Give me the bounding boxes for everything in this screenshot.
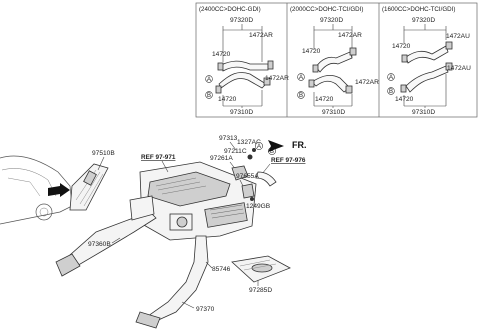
- circle-a-letter: A: [389, 75, 393, 81]
- part-label-97310D: 97310D: [322, 109, 345, 116]
- part-label-14720: 14720: [315, 96, 334, 103]
- part-label-1472AU: 1472AU: [446, 33, 470, 40]
- part-label-14720: 14720: [302, 48, 321, 55]
- hose-lower: [405, 65, 449, 93]
- part-label-97285D: 97285D: [249, 287, 272, 294]
- variants-frame: [195, 2, 478, 118]
- part-label-97320D: 97320D: [230, 17, 253, 24]
- part-97655A: [241, 183, 255, 199]
- screw-icon: [247, 154, 253, 160]
- screw-icon: [252, 148, 256, 152]
- screw-icon: [250, 197, 254, 201]
- clamp: [349, 47, 357, 56]
- connector-a-marker: [387, 73, 395, 81]
- part-label-1472AR: 1472AR: [265, 75, 289, 82]
- part-97360B: [55, 195, 157, 277]
- part-label-1472AR: 1472AR: [338, 32, 362, 39]
- connector-b-marker: [205, 91, 213, 99]
- variant-header: (2000CC>DOHC-TCI/GDI): [290, 6, 363, 13]
- ref-97-971[interactable]: REF 97-971: [141, 154, 176, 161]
- circle-b-letter: B: [270, 149, 274, 155]
- front-arrow-icon: [268, 140, 284, 152]
- part-label-97211C: 97211C: [224, 148, 247, 155]
- part-label-97360B: 97360B: [88, 241, 111, 248]
- circle-a-letter: A: [207, 77, 211, 83]
- part-label-85746: 85746: [212, 266, 231, 273]
- part-97510B: [69, 163, 109, 211]
- variant-panel-2400cc: (2400CC>DOHC-GDI) 97320D 1472AR 14720 14…: [199, 6, 289, 116]
- connector-a-marker: [255, 142, 263, 150]
- clamp: [267, 60, 274, 70]
- circle-b-letter: B: [207, 93, 211, 99]
- part-label-1327AC: 1327AC: [237, 139, 261, 146]
- circle-a-letter: A: [299, 75, 303, 81]
- part-label-1472AR: 1472AR: [355, 79, 379, 86]
- clamp: [400, 84, 407, 93]
- connector-a-marker: [297, 73, 305, 81]
- part-label-1249GB: 1249GB: [246, 203, 271, 210]
- variant-header: (2400CC>DOHC-GDI): [199, 6, 261, 13]
- part-label-14720: 14720: [212, 51, 231, 58]
- circle-a-letter: A: [257, 144, 261, 150]
- hvac-unit: [139, 161, 257, 241]
- part-97370: [135, 235, 209, 329]
- hose-upper: [405, 45, 449, 64]
- circle-b-letter: B: [299, 93, 303, 99]
- front-direction-label: FR.: [292, 140, 307, 150]
- hose-lower: [218, 72, 267, 89]
- clamp: [445, 62, 453, 71]
- part-label-97510B: 97510B: [92, 150, 115, 157]
- part-97285D: [231, 255, 291, 283]
- clamp: [312, 64, 319, 73]
- connector-b-marker: [297, 91, 305, 99]
- connector-a-marker: [205, 75, 213, 83]
- clamp: [345, 85, 353, 94]
- part-label-1472AU: 1472AU: [447, 65, 471, 72]
- part-label-97320D: 97320D: [412, 17, 435, 24]
- part-label-97261A: 97261A: [210, 155, 233, 162]
- part-97261A: [231, 165, 249, 181]
- part-label-14720: 14720: [395, 96, 414, 103]
- hose-connector: [255, 171, 277, 187]
- circle-b-letter: B: [389, 89, 393, 95]
- part-label-14720: 14720: [218, 96, 237, 103]
- part-label-97320D: 97320D: [320, 17, 343, 24]
- hose-upper: [315, 51, 353, 73]
- part-label-97310D: 97310D: [230, 109, 253, 116]
- clamp: [217, 62, 224, 71]
- part-label-97655A: 97655A: [236, 173, 259, 180]
- clamp: [263, 77, 271, 86]
- location-arrow-icon: [48, 183, 70, 197]
- part-label-97310D: 97310D: [412, 109, 435, 116]
- ref-97-976[interactable]: REF 97-976: [271, 157, 306, 164]
- clamp: [401, 54, 408, 63]
- vehicle-outline: [0, 155, 73, 225]
- variant-panel-1600cc: (1600CC>DOHC-TCI/GDI) 97320D 1472AU 1472…: [382, 6, 471, 116]
- part-label-97313: 97313: [219, 135, 238, 142]
- variant-header: (1600CC>DOHC-TCI/GDI): [382, 6, 455, 13]
- clamp: [308, 79, 315, 88]
- part-label-14720: 14720: [392, 43, 411, 50]
- hose-upper: [220, 60, 269, 72]
- connector-b-marker: [387, 87, 395, 95]
- part-label-97370: 97370: [196, 306, 215, 313]
- clamp: [445, 41, 453, 50]
- clamp: [215, 85, 222, 94]
- part-label-1472AR: 1472AR: [249, 32, 273, 39]
- hose-lower: [311, 74, 351, 93]
- variant-panel-2000cc: (2000CC>DOHC-TCI/GDI) 97320D 1472AR 1472…: [290, 6, 379, 116]
- variant-panels: [195, 2, 478, 118]
